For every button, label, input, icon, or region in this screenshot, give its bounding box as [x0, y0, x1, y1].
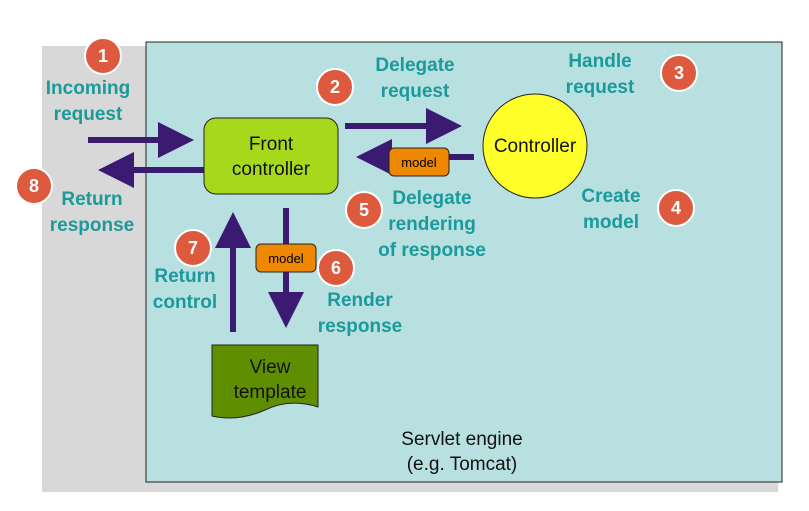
view-template-shape [211, 344, 319, 419]
step-1-number: 1 [98, 46, 108, 66]
step-5-label-line2: rendering [388, 214, 476, 235]
step-1-label-line2: request [54, 104, 123, 125]
step-8-label-line2: response [50, 215, 134, 236]
model-box-bottom-label: model [268, 251, 304, 266]
view-template-label: View [250, 357, 291, 378]
step-8-number: 8 [29, 176, 39, 196]
step-4-number: 4 [671, 198, 681, 218]
step-7-number: 7 [188, 238, 198, 258]
step-6-badge: 6 [317, 249, 355, 287]
front-controller-label-line2: controller [232, 159, 311, 180]
step-2-label-line2: request [381, 81, 450, 102]
servlet-engine-sublabel: (e.g. Tomcat) [407, 454, 518, 475]
model-box-top-label: model [401, 155, 437, 170]
step-6-label-line1: Render [327, 290, 393, 311]
step-1-badge: 1 [84, 37, 122, 75]
step-6-number: 6 [331, 258, 341, 278]
step-8-badge: 8 [15, 167, 53, 205]
step-1-label-line1: Incoming [46, 78, 130, 99]
controller-circle [482, 93, 588, 199]
step-4-label-line1: Create [581, 186, 640, 207]
step-2-label-line1: Delegate [375, 55, 454, 76]
step-3-number: 3 [674, 63, 684, 83]
view-template-label-line2: template [234, 382, 307, 403]
step-5-badge: 5 [345, 191, 383, 229]
controller-label: Controller [494, 136, 577, 157]
step-8-label-line1: Return [61, 189, 122, 210]
step-4-badge: 4 [657, 189, 695, 227]
model-box-bottom [255, 243, 317, 273]
model-box-top [388, 147, 450, 177]
step-3-badge: 3 [660, 54, 698, 92]
step-6-label-line2: response [318, 316, 402, 337]
step-3-label-line1: Handle [568, 51, 631, 72]
step-4-label-line2: model [583, 212, 639, 233]
servlet-engine-label: Servlet engine [401, 429, 522, 450]
front-controller-box [203, 117, 339, 195]
step-7-badge: 7 [174, 229, 212, 267]
step-7-label-line1: Return [154, 266, 215, 287]
step-2-badge: 2 [316, 68, 354, 106]
step-5-label-line3: of response [378, 240, 486, 261]
step-5-number: 5 [359, 200, 369, 220]
step-7-label-line2: control [153, 292, 217, 313]
front-controller-label: Front [249, 134, 294, 155]
step-5-label-line1: Delegate [392, 188, 471, 209]
step-2-number: 2 [330, 77, 340, 97]
step-3-label-line2: request [566, 77, 635, 98]
